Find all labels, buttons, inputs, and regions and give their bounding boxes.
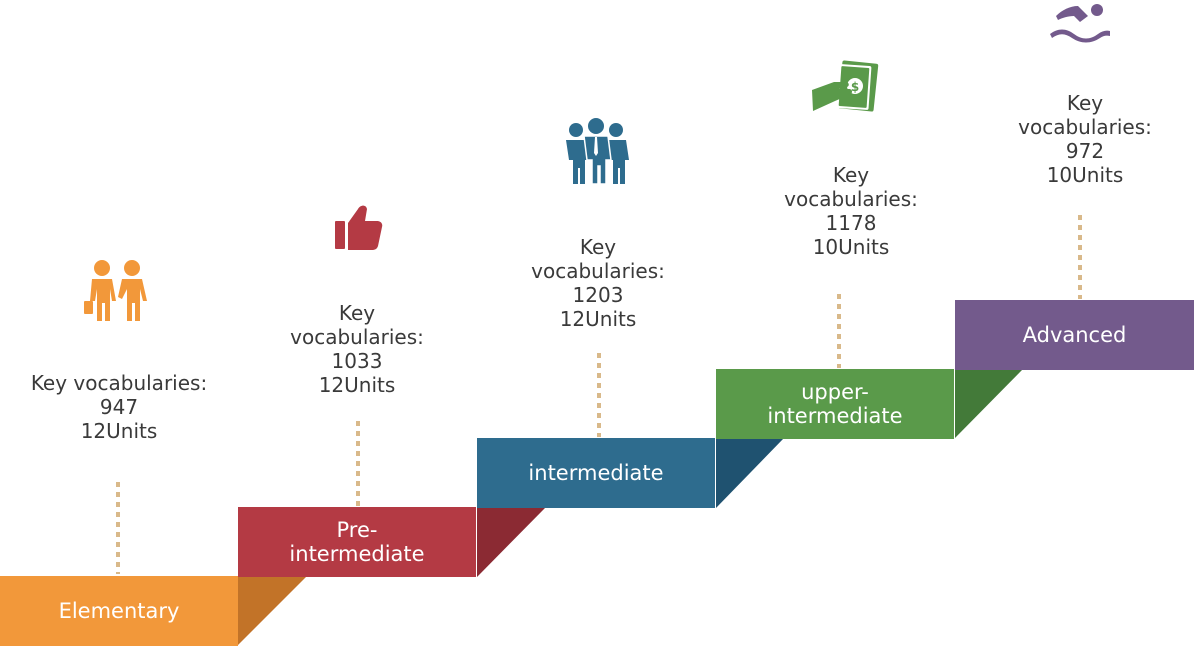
- unit-count: 12Units: [80, 419, 158, 443]
- thumbs-up-icon: [335, 205, 383, 250]
- vocab-count: 1178: [825, 211, 877, 235]
- unit-count: 10Units: [1046, 163, 1124, 187]
- swimmer-icon: [1050, 4, 1110, 43]
- step-intermediate: intermediate: [477, 438, 715, 508]
- riser-intermediate: [716, 438, 784, 508]
- two-people-walking-icon: [84, 260, 147, 321]
- step-label: Pre-intermediate: [289, 518, 425, 566]
- step-advanced: Advanced: [955, 300, 1194, 370]
- step-label: intermediate: [528, 461, 664, 485]
- info-advanced: Key vocabularies: 972 10Units: [966, 91, 1194, 187]
- vocab-count: 1203: [572, 283, 624, 307]
- step-label: Advanced: [1022, 323, 1127, 347]
- step-upper-intermediate: upper-intermediate: [716, 369, 954, 439]
- info-elementary: Key vocabularies: 947 12Units: [0, 371, 238, 443]
- unit-count: 10Units: [812, 235, 890, 259]
- info-upper-intermediate: Key vocabularies: 1178 10Units: [732, 163, 970, 259]
- riser-pre-intermediate: [477, 508, 545, 577]
- step-elementary: Elementary: [0, 576, 238, 646]
- dotted-connector: [116, 482, 120, 574]
- vocab-count: 947: [99, 395, 139, 419]
- dotted-connector: [1078, 215, 1082, 299]
- vocab-count: 1033: [331, 349, 383, 373]
- info-pre-intermediate: Key vocabularies: 1033 12Units: [238, 301, 476, 397]
- riser-upper-intermediate: [955, 369, 1023, 438]
- dotted-connector: [356, 421, 360, 507]
- key-vocab-label: Key vocabularies:: [1018, 91, 1152, 139]
- info-intermediate: Key vocabularies: 1203 12Units: [479, 235, 717, 331]
- hand-money-icon: $: [812, 60, 879, 112]
- step-pre-intermediate: Pre-intermediate: [238, 507, 476, 577]
- step-label: Elementary: [58, 599, 180, 623]
- dotted-connector: [837, 294, 841, 368]
- dotted-connector: [597, 353, 601, 437]
- step-label: upper-intermediate: [767, 380, 903, 428]
- key-vocab-label: Key vocabularies:: [531, 235, 665, 283]
- svg-text:$: $: [851, 80, 859, 94]
- riser-elementary: [238, 577, 306, 645]
- unit-count: 12Units: [318, 373, 396, 397]
- key-vocab-label: Key vocabularies:: [290, 301, 424, 349]
- vocab-count: 972: [1065, 139, 1105, 163]
- key-vocab-label: Key vocabularies:: [784, 163, 918, 211]
- key-vocab-label: Key vocabularies:: [30, 371, 208, 395]
- business-team-icon: [566, 118, 629, 185]
- unit-count: 12Units: [559, 307, 637, 331]
